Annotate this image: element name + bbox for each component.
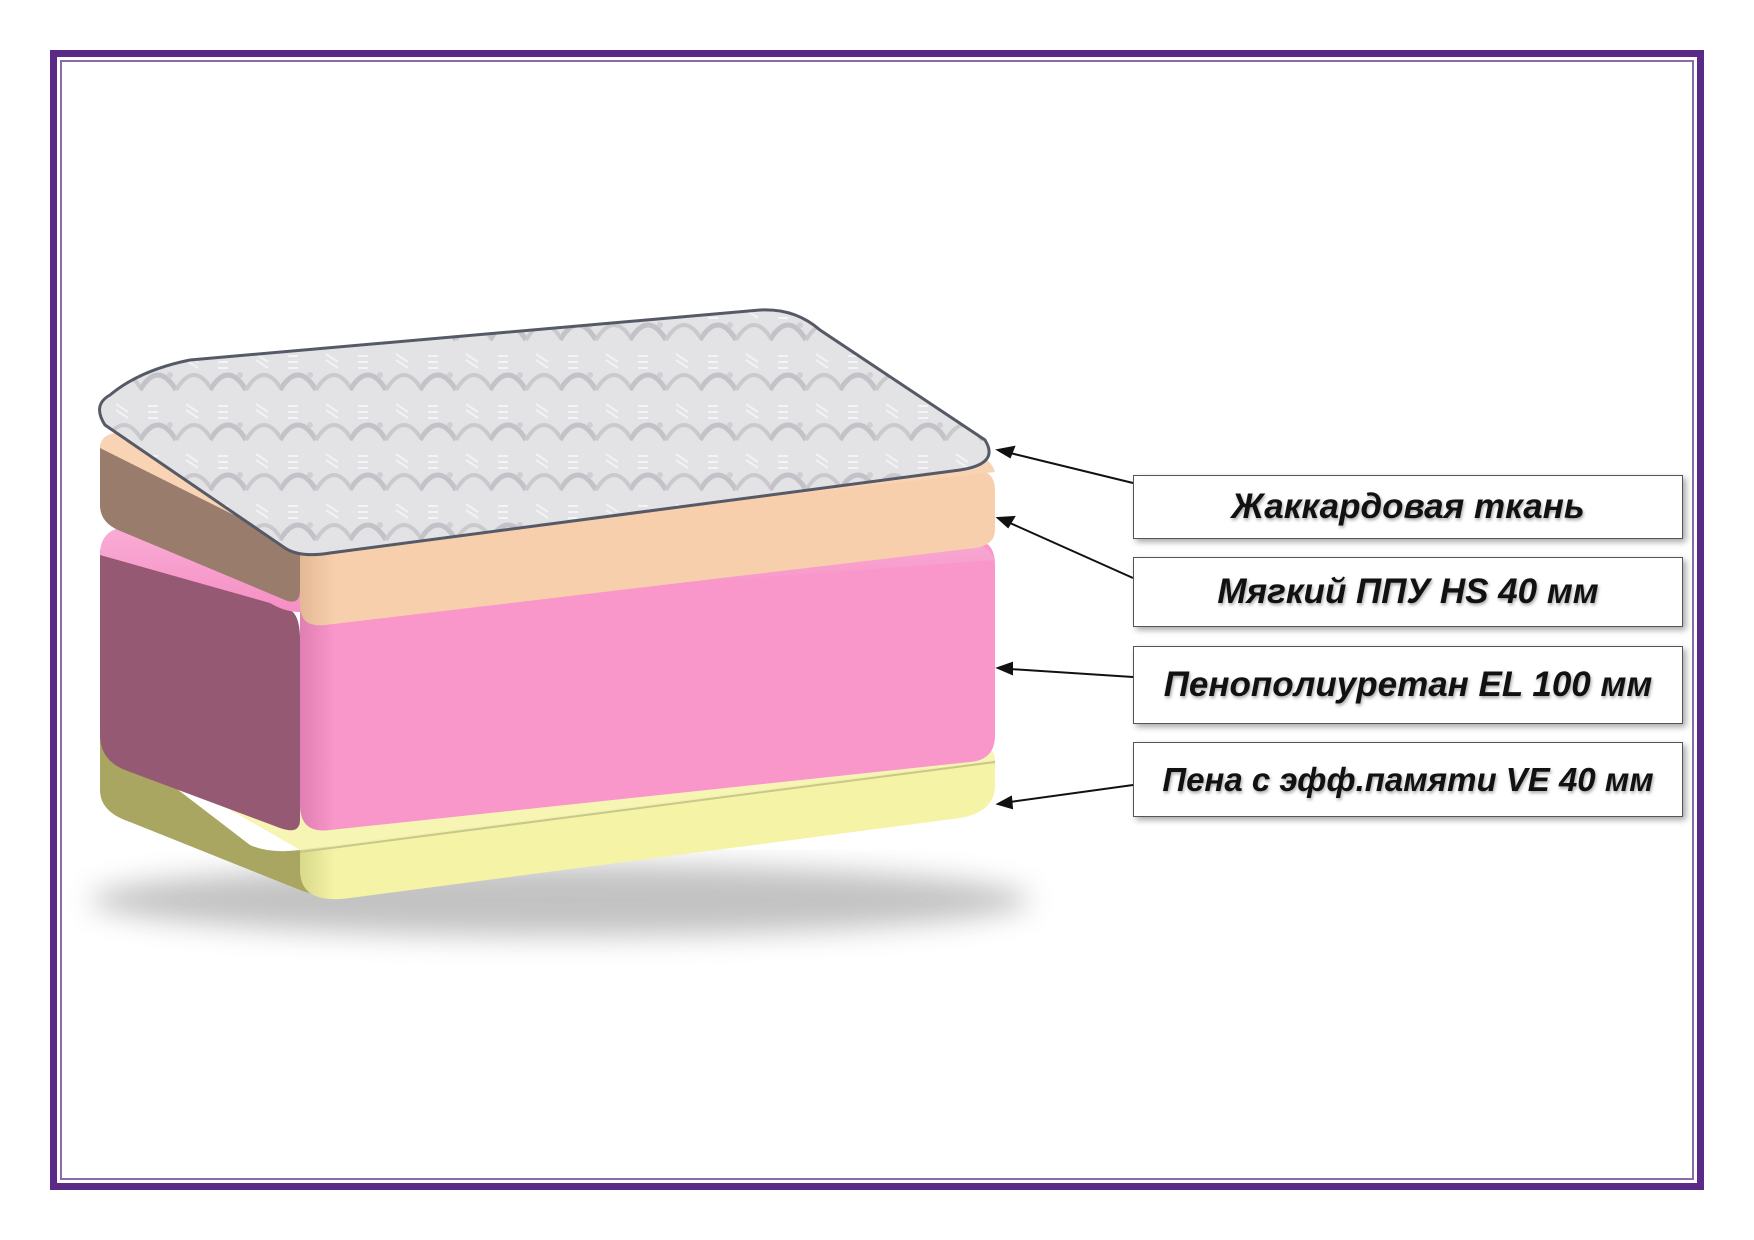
memory-foam-front	[300, 760, 995, 900]
jacquard-fabric-top	[98, 308, 991, 557]
label-polyurethane-foam-text: Пенополиуретан EL 100 мм	[1163, 665, 1653, 704]
pointer-arrows	[995, 445, 1134, 810]
arrow-soft-foam	[1009, 522, 1134, 579]
arrow-polyurethane	[1009, 668, 1134, 678]
arrow-memory-foam-head	[995, 795, 1014, 810]
arrow-soft-foam-head	[995, 515, 1016, 529]
label-memory-foam: Пена с эфф.памяти VE 40 мм	[1133, 742, 1683, 817]
label-memory-foam-text: Пена с эфф.памяти VE 40 мм	[1162, 760, 1654, 798]
polyurethane-side	[100, 537, 300, 831]
label-jacquard-fabric-text: Жаккардовая ткань	[1231, 487, 1585, 526]
label-soft-foam-text: Мягкий ППУ HS 40 мм	[1217, 572, 1599, 611]
arrow-jacquard	[1009, 452, 1134, 484]
layer-jacquard-fabric	[98, 308, 991, 557]
arrow-polyurethane-head	[995, 661, 1013, 676]
label-soft-foam: Мягкий ППУ HS 40 мм	[1133, 557, 1683, 627]
polyurethane-front	[300, 539, 995, 831]
arrow-memory-foam	[1009, 784, 1134, 803]
mattress-shadow	[90, 864, 1030, 936]
arrow-jacquard-head	[995, 445, 1016, 459]
soft-foam-side	[100, 445, 300, 602]
label-polyurethane-foam: Пенополиуретан EL 100 мм	[1133, 646, 1683, 724]
label-jacquard-fabric: Жаккардовая ткань	[1133, 475, 1683, 539]
soft-foam-front	[300, 469, 995, 626]
